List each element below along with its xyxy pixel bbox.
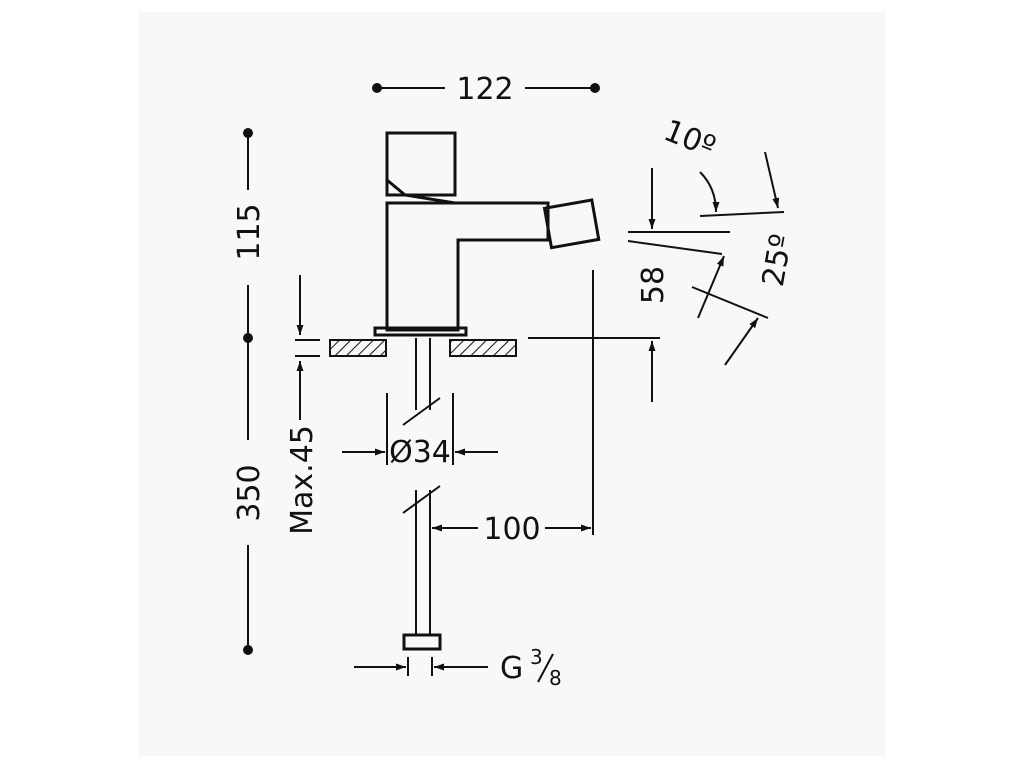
dim-diameter-label: Ø34 xyxy=(389,435,451,470)
dim-max-deck-label: Max.45 xyxy=(285,425,320,535)
dim-height-left: 115 350 xyxy=(232,128,267,655)
faucet-outline xyxy=(373,131,601,337)
dim-reach: 100 xyxy=(432,270,594,547)
dim-connector: G 3 8 xyxy=(354,645,562,690)
dim-width-top: 122 xyxy=(372,72,600,107)
connector-fraction-numerator: 3 xyxy=(530,645,543,669)
dim-spout-height: 58 xyxy=(528,168,730,402)
dim-max-deck: Max.45 xyxy=(285,275,320,535)
supply-pipe xyxy=(402,338,442,651)
dim-width-top-label: 122 xyxy=(456,72,513,107)
dim-spout-height-label: 58 xyxy=(636,266,671,304)
dim-height-total-label: 350 xyxy=(232,464,267,521)
dim-height-body-label: 115 xyxy=(232,203,267,260)
dim-reach-label: 100 xyxy=(483,512,540,547)
drawing-background xyxy=(138,12,886,756)
dim-angles: 10º 25º xyxy=(627,113,799,366)
dim-diameter: Ø34 xyxy=(342,393,498,470)
connector-fraction-denominator: 8 xyxy=(549,666,562,690)
connector-label: G xyxy=(500,651,523,686)
counter-section xyxy=(329,339,517,357)
